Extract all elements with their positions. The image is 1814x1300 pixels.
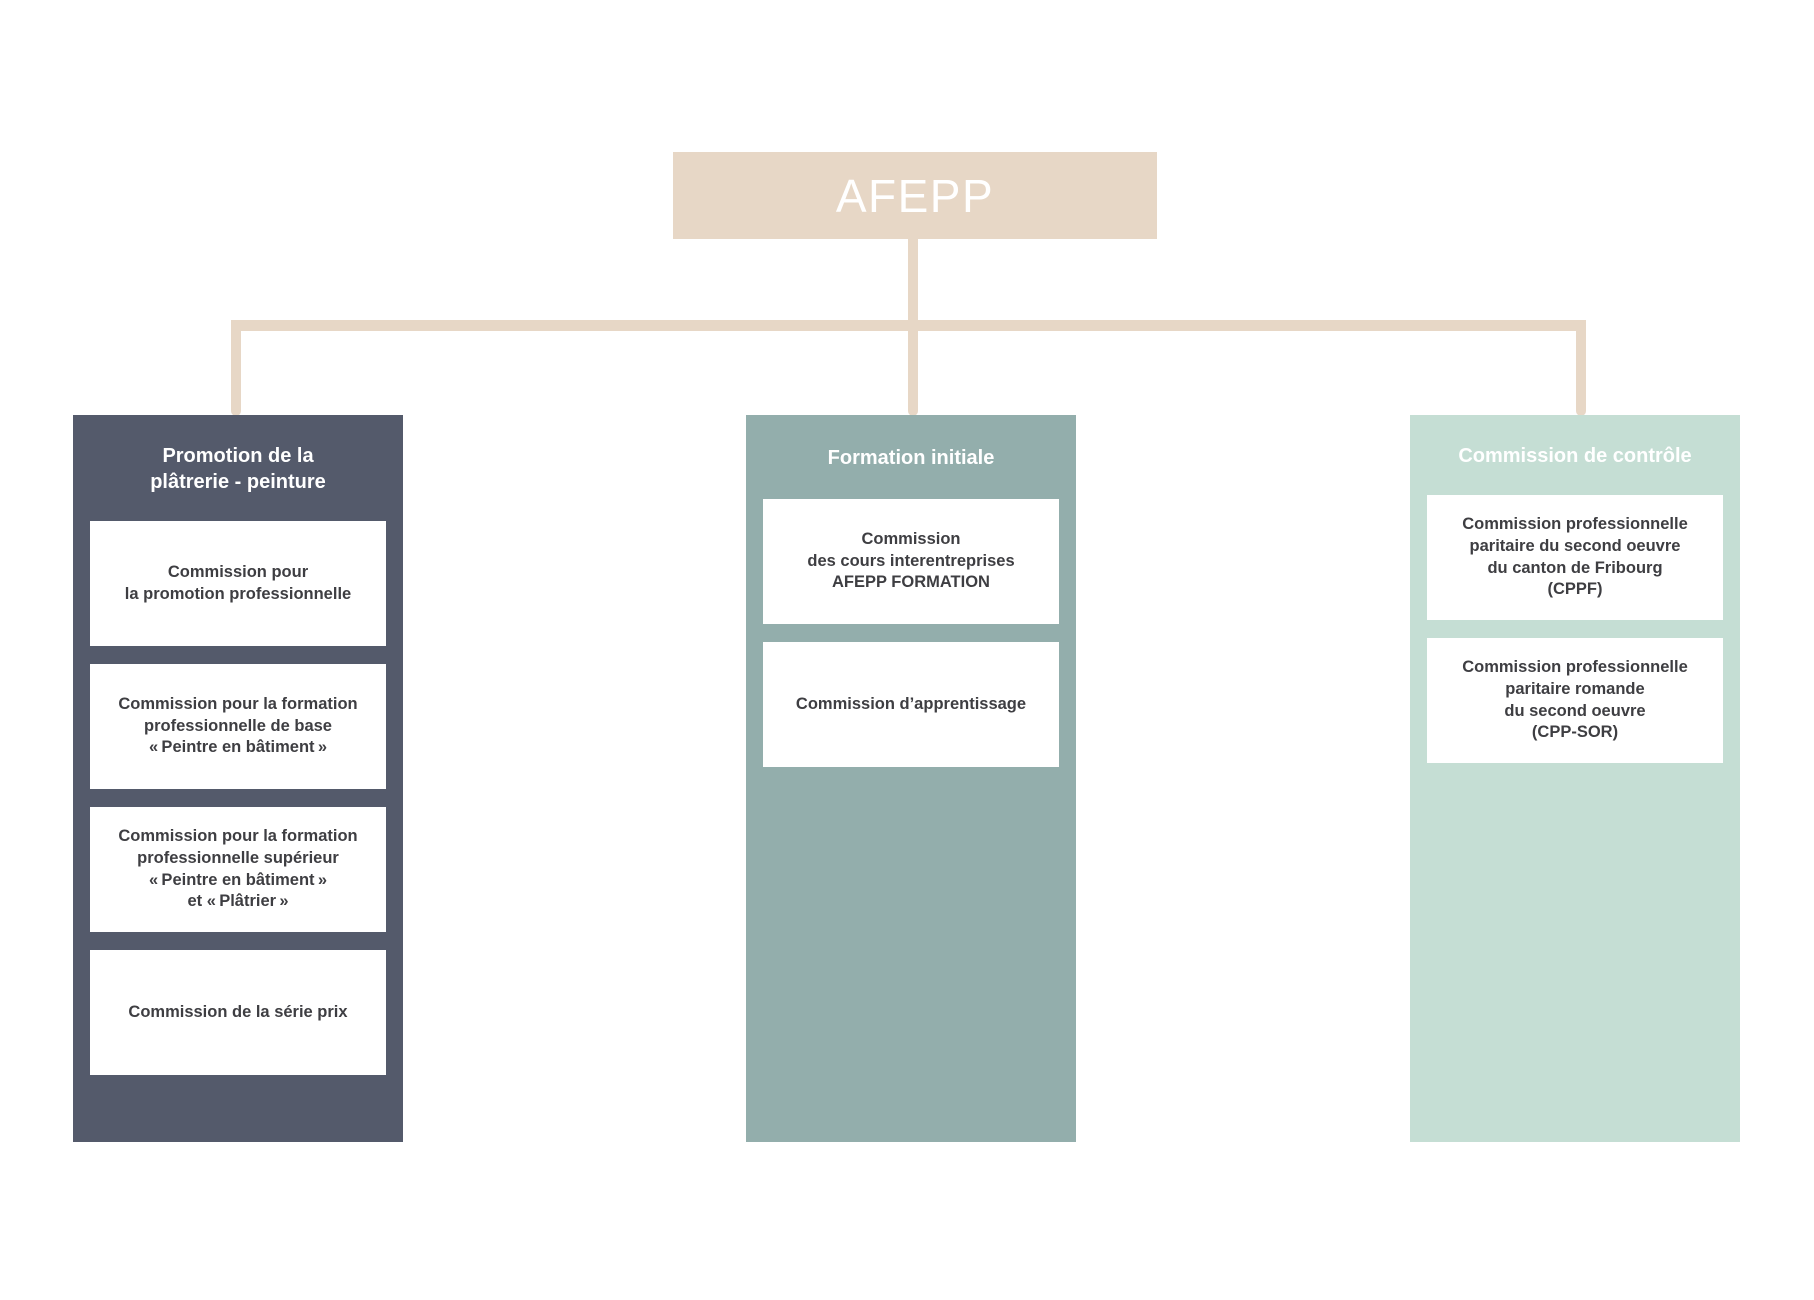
card-line: du canton de Fribourg (1487, 558, 1663, 577)
connector-drop-column-3 (1576, 320, 1586, 416)
card-line: Commission professionnelle (1462, 657, 1688, 676)
card-commission-serie-prix[interactable]: Commission de la série prix (90, 950, 386, 1075)
card-line: Commission pour la formation (118, 694, 358, 713)
column-1-header-line-2: plâtrerie - peinture (150, 471, 326, 493)
card-line: paritaire du second oeuvre (1469, 536, 1681, 555)
card-line: « Peintre en bâtiment » (148, 738, 328, 757)
column-promotion-platrerie-peinture: Promotion de la plâtrerie - peinture Com… (73, 415, 403, 1142)
card-cours-interentreprises-afepp-formation[interactable]: Commission des cours interentreprises AF… (763, 499, 1059, 624)
column-commission-de-controle: Commission de contrôle Commission profes… (1410, 415, 1740, 1142)
column-1-header: Promotion de la plâtrerie - peinture (90, 415, 386, 521)
card-line: (CPPF) (1547, 580, 1603, 599)
card-line: paritaire romande (1505, 679, 1645, 698)
column-3-header: Commission de contrôle (1427, 415, 1723, 495)
card-line: Commission professionnelle (1462, 514, 1688, 533)
card-cpp-sor[interactable]: Commission professionnelle paritaire rom… (1427, 638, 1723, 763)
card-commission-apprentissage[interactable]: Commission d’apprentissage (763, 642, 1059, 767)
column-2-header-line-1: Formation initiale (827, 447, 995, 469)
column-2-header: Formation initiale (763, 415, 1059, 499)
card-line: (CPP-SOR) (1531, 723, 1619, 742)
card-line: AFEPP FORMATION (832, 573, 990, 592)
card-line: professionnelle supérieur (137, 848, 339, 867)
card-line: du second oeuvre (1504, 701, 1646, 720)
connector-drop-column-2 (908, 320, 918, 416)
card-line: Commission (861, 529, 961, 548)
column-formation-initiale: Formation initiale Commission des cours … (746, 415, 1076, 1142)
card-line: Commission de la série prix (128, 1002, 348, 1021)
column-1-header-line-1: Promotion de la (162, 445, 314, 467)
card-formation-professionnelle-superieur[interactable]: Commission pour la formation professionn… (90, 807, 386, 932)
root-node-afepp: AFEPP (673, 152, 1157, 239)
card-line: professionnelle de base (144, 716, 332, 735)
card-line: Commission pour (167, 562, 309, 581)
card-line: la promotion professionnelle (124, 584, 352, 603)
connector-root-stem (908, 239, 918, 320)
root-node-title: AFEPP (835, 169, 995, 222)
card-commission-promotion-professionnelle[interactable]: Commission pour la promotion professionn… (90, 521, 386, 646)
card-cppf[interactable]: Commission professionnelle paritaire du … (1427, 495, 1723, 620)
card-line: Commission d’apprentissage (795, 694, 1027, 713)
card-formation-professionnelle-de-base[interactable]: Commission pour la formation professionn… (90, 664, 386, 789)
card-line: Commission pour la formation (118, 826, 358, 845)
card-line: des cours interentreprises (807, 551, 1015, 570)
column-3-header-line-1: Commission de contrôle (1458, 445, 1692, 467)
card-line: « Peintre en bâtiment » (148, 870, 328, 889)
connector-drop-column-1 (231, 320, 241, 416)
card-line: et « Plâtrier » (187, 892, 289, 911)
